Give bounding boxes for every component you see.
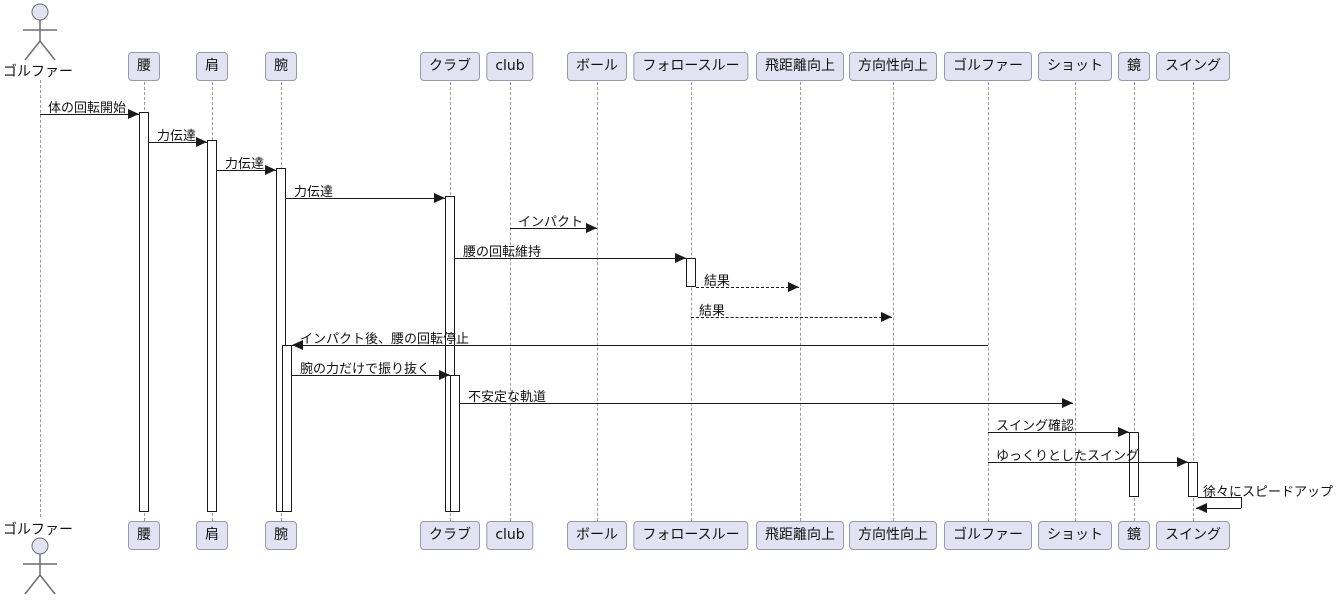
actor-head (31, 537, 49, 555)
message-label-6: 結果 (704, 274, 731, 289)
message-arrowhead-11 (1118, 427, 1129, 437)
participant-box-bottom-mirror: 鏡 (1118, 521, 1150, 550)
self-message-line-down (1241, 497, 1242, 508)
lifeline-club-en (510, 82, 511, 521)
message-line-2 (217, 170, 276, 171)
message-line-4 (510, 228, 597, 229)
lifeline-mirror (1134, 82, 1135, 521)
participant-box-bottom-golfer-right: ゴルファー (944, 521, 1032, 550)
participant-box-top-hips: 腰 (128, 52, 160, 81)
message-arrowhead-12 (1177, 457, 1188, 467)
actor-figure-bottom-golfer-left (23, 537, 57, 595)
participant-box-top-followthrough: フォロースルー (633, 52, 749, 81)
participant-box-bottom-club-en: club (486, 521, 534, 550)
participant-box-bottom-shoulders: 肩 (196, 521, 228, 550)
message-arrowhead-9 (439, 370, 450, 380)
message-line-8 (292, 345, 988, 346)
message-arrowhead-8 (292, 340, 303, 350)
activation-bar-club-jp-5 (450, 375, 460, 512)
participant-box-bottom-direction-up: 方向性向上 (849, 521, 937, 550)
participant-box-top-swing: スイング (1156, 52, 1230, 81)
activation-bar-arms-3 (282, 345, 292, 512)
message-label-10: 不安定な軌道 (468, 390, 547, 405)
actor-head (31, 3, 49, 21)
lifeline-direction-up (893, 82, 894, 521)
participant-box-bottom-distance-up: 飛距離向上 (756, 521, 844, 550)
message-line-6 (696, 287, 799, 288)
self-message-label: 徐々にスピードアップ (1203, 485, 1334, 500)
activation-bar-shoulders-1 (207, 140, 217, 512)
self-message-line-back (1196, 508, 1241, 509)
participant-box-bottom-ball: ボール (567, 521, 627, 550)
message-arrowhead-6 (788, 282, 799, 292)
participant-label-bottom-golfer-left: ゴルファー (3, 522, 73, 538)
activation-bar-swing-8 (1188, 462, 1198, 497)
participant-box-top-shot: ショット (1038, 52, 1112, 81)
message-arrowhead-0 (128, 109, 139, 119)
activation-bar-followthrough-6 (686, 258, 696, 287)
message-line-10 (460, 403, 1073, 404)
message-line-12 (988, 462, 1188, 463)
message-line-3 (286, 198, 445, 199)
self-message-line-out (1198, 497, 1241, 498)
message-label-9: 腕の力だけで振り抜く (300, 362, 431, 377)
message-line-11 (988, 432, 1129, 433)
message-label-8: インパクト後、腰の回転停止 (300, 332, 470, 347)
participant-box-top-shoulders: 肩 (196, 52, 228, 81)
self-message-arrowhead (1196, 503, 1207, 513)
message-arrowhead-1 (196, 137, 207, 147)
message-label-11: スイング確認 (996, 419, 1075, 434)
participant-box-top-ball: ボール (567, 52, 627, 81)
participant-box-top-distance-up: 飛距離向上 (756, 52, 844, 81)
message-arrowhead-4 (586, 223, 597, 233)
message-line-7 (691, 317, 892, 318)
participant-box-bottom-followthrough: フォロースルー (633, 521, 749, 550)
message-label-0: 体の回転開始 (48, 101, 127, 116)
lifeline-followthrough (691, 82, 692, 521)
participant-box-bottom-hips: 腰 (128, 521, 160, 550)
participant-box-bottom-swing: スイング (1156, 521, 1230, 550)
message-arrowhead-3 (434, 193, 445, 203)
message-line-0 (40, 114, 139, 115)
participant-box-bottom-arms: 腕 (265, 521, 297, 550)
participant-box-bottom-shot: ショット (1038, 521, 1112, 550)
lifeline-swing (1193, 82, 1194, 521)
participant-box-top-mirror: 鏡 (1118, 52, 1150, 81)
message-arrowhead-2 (265, 165, 276, 175)
participant-box-bottom-club-jp: クラブ (420, 521, 480, 550)
participant-box-top-club-en: club (486, 52, 534, 81)
actor-figure-top-golfer-left (23, 3, 57, 61)
message-line-9 (292, 375, 450, 376)
lifeline-shot (1075, 82, 1076, 521)
participant-label-top-golfer-left: ゴルファー (3, 64, 73, 80)
message-label-1: 力伝達 (157, 129, 197, 144)
participant-box-top-direction-up: 方向性向上 (849, 52, 937, 81)
activation-bar-arms-2 (276, 168, 286, 512)
message-arrowhead-5 (675, 253, 686, 263)
lifeline-distance-up (800, 82, 801, 521)
participant-box-top-club-jp: クラブ (420, 52, 480, 81)
participant-box-top-arms: 腕 (265, 52, 297, 81)
message-arrowhead-7 (881, 312, 892, 322)
message-arrowhead-10 (1062, 398, 1073, 408)
participant-box-top-golfer-right: ゴルファー (944, 52, 1032, 81)
message-label-7: 結果 (699, 304, 726, 319)
message-label-4: インパクト (518, 215, 584, 230)
lifeline-golfer-right (988, 82, 989, 521)
message-line-1 (149, 142, 207, 143)
activation-bar-hips-0 (139, 112, 149, 512)
lifeline-golfer-left (40, 80, 41, 517)
message-label-2: 力伝達 (225, 157, 265, 172)
lifeline-ball (597, 82, 598, 521)
message-label-12: ゆっくりとしたスイング (996, 449, 1140, 464)
message-label-5: 腰の回転維持 (463, 245, 542, 260)
activation-bar-mirror-7 (1129, 432, 1139, 497)
message-line-5 (455, 258, 686, 259)
message-label-3: 力伝達 (294, 185, 334, 200)
